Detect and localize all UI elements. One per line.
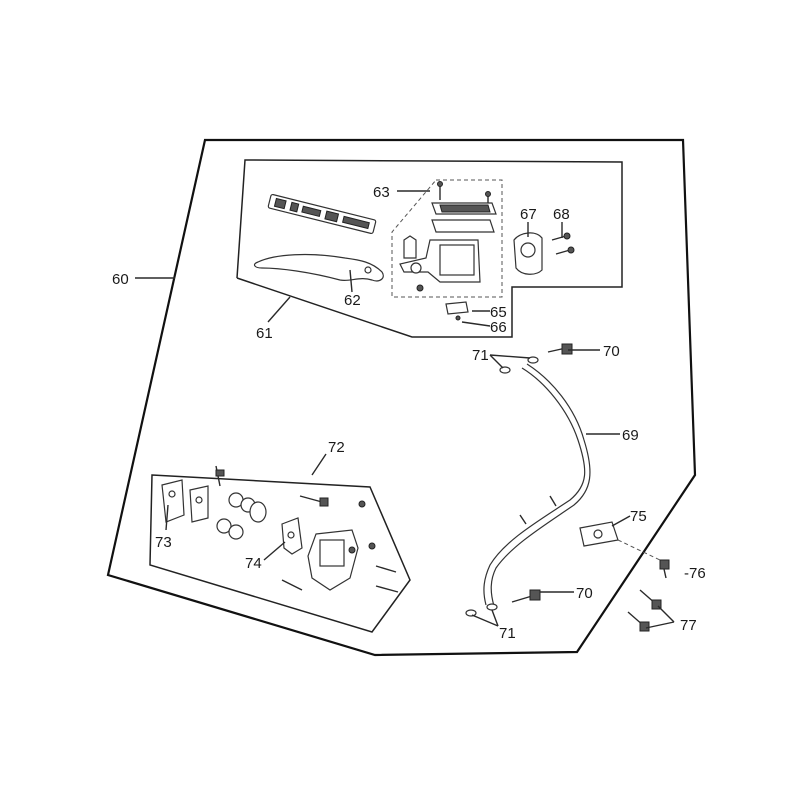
leader-77-2	[645, 621, 675, 629]
callout-68: 68	[553, 206, 570, 223]
leader-73	[165, 504, 169, 531]
pad-spring	[281, 517, 303, 555]
leader-77-1	[657, 605, 675, 623]
guide-bolt	[659, 559, 670, 579]
callout-65: 65	[490, 304, 507, 321]
caliper-pistons-seals	[216, 492, 267, 540]
callout-61: 61	[256, 325, 273, 342]
callout-70-upper: 70	[603, 343, 620, 360]
callout-76: -76	[684, 565, 706, 582]
leader-61	[267, 296, 291, 323]
callout-67: 67	[520, 206, 537, 223]
clamp-bolts	[551, 232, 575, 255]
leader-62	[349, 269, 353, 293]
caliper-subframe	[149, 474, 411, 633]
callout-71-upper: 71	[472, 347, 489, 364]
banjo-bolt-upper	[499, 343, 573, 374]
callout-73: 73	[155, 534, 172, 551]
master-cylinder-subframe	[236, 159, 623, 338]
callout-62: 62	[344, 292, 361, 309]
callout-71-lower: 71	[499, 625, 516, 642]
leader-71a-1	[489, 354, 531, 359]
leader-75	[611, 515, 631, 527]
callout-70-lower: 70	[576, 585, 593, 602]
brake-lever	[253, 253, 384, 282]
caliper-pins	[281, 495, 399, 593]
callout-75: 75	[630, 508, 647, 525]
bleeder-valve	[215, 465, 225, 487]
assembly-frame	[106, 138, 697, 657]
brake-pads	[161, 479, 209, 523]
reservoir-dashed-box	[391, 179, 503, 298]
handlebar-clamp	[513, 232, 543, 275]
callout-66: 66	[490, 319, 507, 336]
brake-hose	[483, 363, 591, 607]
leader-72	[311, 453, 327, 476]
leader-71b-2	[471, 614, 499, 627]
brake-switch	[445, 301, 469, 321]
bolt-guide-dashed	[617, 539, 661, 561]
callout-72: 72	[328, 439, 345, 456]
caliper-body	[307, 529, 359, 591]
callout-69: 69	[622, 427, 639, 444]
leader-66	[461, 321, 491, 327]
leader-71b-1	[491, 609, 499, 627]
mounting-bolts	[627, 589, 662, 632]
decal-strip	[267, 193, 377, 235]
reservoir-assembly	[399, 181, 497, 292]
callout-60: 60	[112, 271, 129, 288]
banjo-bolt-lower	[465, 589, 541, 617]
callout-74: 74	[245, 555, 262, 572]
leader-74	[263, 541, 286, 561]
leader-71a-2	[489, 354, 504, 369]
callout-63: 63	[373, 184, 390, 201]
callout-77: 77	[680, 617, 697, 634]
